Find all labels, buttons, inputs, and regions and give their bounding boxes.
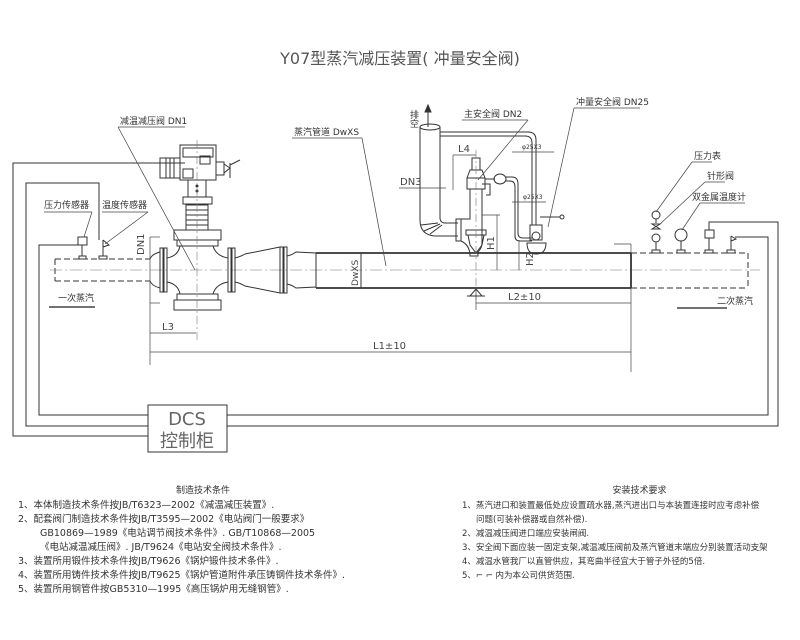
manufacturing-line: 5、装置所用钢管件按GB5310—1995《高压锅炉用无缝钢管》. xyxy=(18,584,289,595)
label-pipe-spec-2: φ25X3 xyxy=(523,194,543,201)
label-vent: 排空 xyxy=(408,109,419,128)
installation-requirements: 安装技术要求 1、蒸汽进口和装置最低处应设置疏水器,蒸汽进出口与本装置连接时应考… xyxy=(462,484,797,583)
dim-l2: L2±10 xyxy=(508,292,541,303)
desuperheating-valve xyxy=(145,179,236,311)
pressure-sensor-symbol xyxy=(77,236,88,260)
manufacturing-line: 1、本体制造技术条件按JB/T6323—2002《减温减压装置》. xyxy=(18,500,275,511)
label-pressure-sensor: 压力传感器 xyxy=(44,199,89,211)
manufacturing-line: 3、装置所用锻件技术条件按JB/T9626《锅炉锻件技术条件》. xyxy=(18,556,279,567)
manufacturing-line: 4、装置所用铸件技术条件按JB/T9625《锅炉管道附件承压铸钢件技术条件》. xyxy=(18,570,346,581)
dim-dn3: DN3 xyxy=(400,177,422,188)
dcs-cabinet-label: 控制柜 xyxy=(160,431,214,452)
outlet-pipe xyxy=(631,252,749,289)
pressure-gauge-assembly xyxy=(650,210,662,254)
label-impulse-safety-valve: 冲量安全阀 DN25 xyxy=(576,96,649,108)
label-desuperheating-valve: 减温减压阀 DN1 xyxy=(120,115,187,127)
dimension-lines xyxy=(49,154,727,372)
label-pipe-spec-1: φ25X3 xyxy=(522,144,542,151)
label-primary-steam: 一次蒸汽 xyxy=(58,292,94,304)
label-steam-pipe: 蒸汽管道 DwXS xyxy=(294,126,359,138)
temperature-sensor-symbol xyxy=(98,239,111,260)
label-temperature-sensor: 温度传感器 xyxy=(102,199,147,211)
dim-h2: H2 xyxy=(525,252,536,266)
impulse-tubing xyxy=(440,131,537,242)
main-safety-valve xyxy=(455,150,491,300)
dim-l1: L1±10 xyxy=(373,341,406,352)
installation-line: 5、⌐ ⌐ 内为本公司供货范围. xyxy=(462,571,575,581)
vent-pipe xyxy=(419,103,458,237)
impulse-safety-valve xyxy=(526,214,565,255)
diagram-title: Y07型蒸汽减压装置( 冲量安全阀) xyxy=(279,49,520,68)
main-steam-pipe xyxy=(315,252,632,289)
process-diagram: Y07型蒸汽减压装置( 冲量安全阀) xyxy=(12,49,779,453)
manufacturing-conditions: 制造技术条件 1、本体制造技术条件按JB/T6323—2002《减温减压装置》.… xyxy=(18,484,348,597)
manufacturing-line: GB10869—1989《电站调节阀技术条件》. GB/T10868—2005 xyxy=(40,528,316,539)
dim-l3: L3 xyxy=(162,322,174,333)
label-main-safety-valve: 主安全阀 DN2 xyxy=(464,108,522,120)
installation-line: 4、减温水管我厂以直管供应，其弯曲半径宜大于管子外径的5倍. xyxy=(462,557,706,567)
dim-l4: L4 xyxy=(458,144,470,155)
electric-actuator xyxy=(159,144,241,181)
label-pressure-gauge: 压力表 xyxy=(694,150,721,162)
installation-line: 2、减温减压阀进口端应安装闸阀. xyxy=(462,529,590,539)
installation-line: 问题(可装补偿器或自然补偿). xyxy=(476,515,588,525)
installation-heading: 安装技术要求 xyxy=(612,486,667,496)
label-bimetal-thermometer: 双金属温度计 xyxy=(692,191,746,203)
temperature-sensor-outlet xyxy=(726,235,738,254)
label-needle-valve: 针形阀 xyxy=(707,170,734,182)
dcs-label: DCS xyxy=(168,409,206,430)
bimetal-thermometer xyxy=(674,228,688,254)
dim-h1: H1 xyxy=(486,236,497,250)
pressure-sensor-outlet xyxy=(704,229,715,254)
label-secondary-steam: 二次蒸汽 xyxy=(717,295,753,307)
dcs-control-cabinet xyxy=(147,404,228,453)
dcs-signal-lines xyxy=(12,162,779,437)
dim-dwxs: DwXS xyxy=(351,260,361,286)
dim-dn1: DN1 xyxy=(136,233,147,255)
installation-line: 1、蒸汽进口和装置最低处应设置疏水器,蒸汽进出口与本装置连接时应考虑补偿 xyxy=(462,501,760,511)
installation-line: 3、安全阀下面应装一固定支架,减温减压阀前及蒸汽管道末端应分别装置活动支架 xyxy=(462,543,768,553)
manufacturing-line: 《电站减温减压阀》. JB/T9624《电站安全阀技术条件》. xyxy=(40,542,282,553)
leader-lines xyxy=(44,107,745,271)
manufacturing-line: 2、配套阀门制造技术条件按JB/T3595—2002《电站阀门一般要求》 xyxy=(18,514,310,525)
manufacturing-heading: 制造技术条件 xyxy=(175,486,230,496)
